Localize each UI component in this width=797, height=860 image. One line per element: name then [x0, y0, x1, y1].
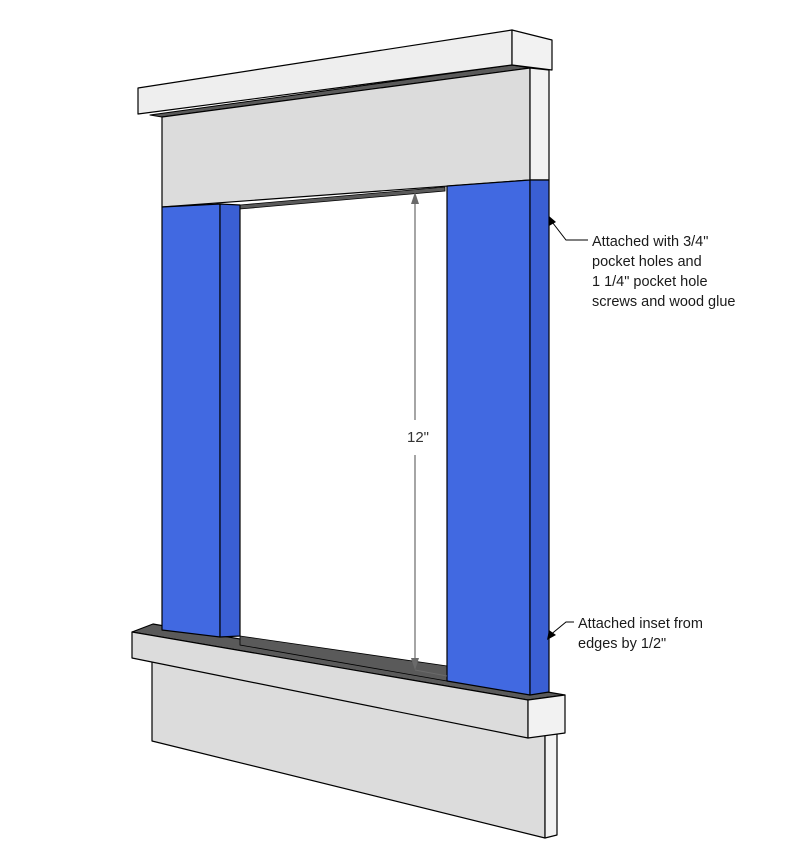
callout-bottom: Attached inset from edges by 1/2" [547, 616, 703, 652]
dimension-arrow-top [411, 192, 419, 204]
dimension-tick-bottom [414, 669, 448, 677]
dimension-arrow-bottom [411, 658, 419, 670]
right-leg-front [446, 179, 531, 696]
callout-bottom-arrowhead [547, 630, 556, 640]
callout-top-line-2: pocket holes and [592, 254, 702, 270]
left-leg [161, 203, 241, 638]
header-board-side [529, 67, 550, 181]
left-leg-front [161, 203, 221, 638]
callout-bottom-line-2: edges by 1/2" [578, 636, 666, 652]
callout-top-line-3: 1 1/4" pocket hole [592, 274, 708, 290]
sill-end [527, 694, 566, 739]
header-board [161, 67, 550, 208]
left-leg-side [219, 203, 241, 638]
right-leg [446, 179, 550, 696]
right-leg-side [529, 179, 550, 696]
callout-top-leader [548, 217, 588, 241]
callout-top-arrowhead [549, 216, 556, 226]
callout-top: Attached with 3/4" pocket holes and 1 1/… [548, 216, 735, 310]
header-crown-end [511, 29, 553, 71]
callout-bottom-leader [548, 621, 574, 637]
callout-bottom-line-1: Attached inset from [578, 616, 703, 632]
callout-top-line-1: Attached with 3/4" [592, 234, 708, 250]
bottom-apron-side [544, 729, 558, 839]
height-dimension: 12" [407, 192, 448, 677]
dimension-label: 12" [407, 429, 429, 446]
callout-top-line-4: screws and wood glue [592, 294, 735, 310]
